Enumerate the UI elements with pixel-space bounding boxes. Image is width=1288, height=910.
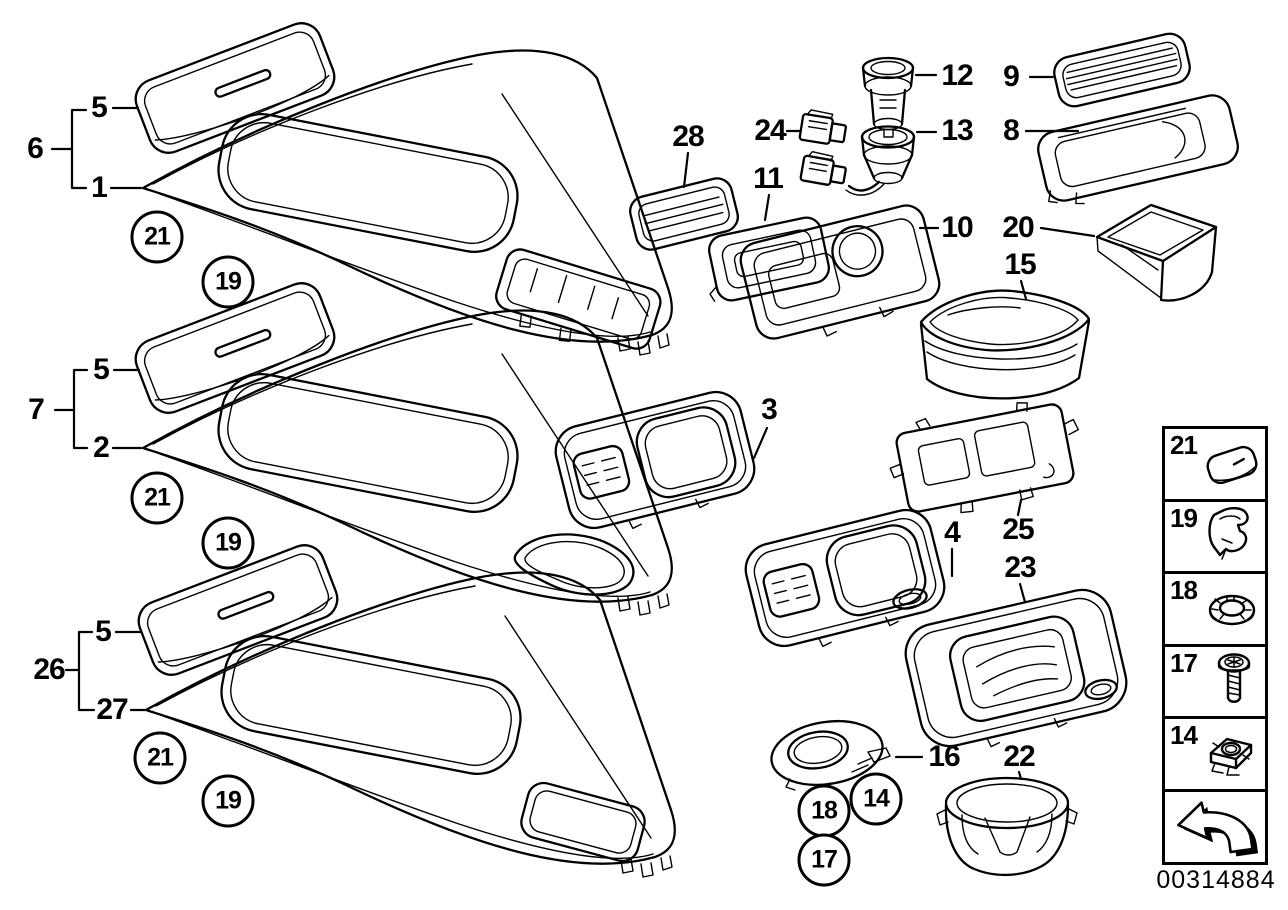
- callout-5[interactable]: 5: [93, 353, 110, 386]
- callout-25[interactable]: 25: [1002, 513, 1034, 546]
- callout-28[interactable]: 28: [672, 120, 704, 153]
- part-console-insert-10: [739, 204, 941, 340]
- callout-11[interactable]: 11: [753, 162, 784, 195]
- direction-arrow-icon: [1177, 800, 1259, 856]
- callout-8[interactable]: 8: [1003, 114, 1020, 147]
- console-assembly-bottom: [131, 538, 677, 879]
- callout-1[interactable]: 1: [91, 171, 108, 204]
- star-washer-icon: [1208, 594, 1256, 626]
- part-ashtray-8: [1037, 94, 1239, 205]
- callout-9[interactable]: 9: [1003, 60, 1020, 93]
- part-cigarette-lighter-12: [861, 56, 915, 138]
- part-armrest-lid-5: [128, 16, 342, 160]
- legend-item-label: 14: [1170, 720, 1198, 750]
- legend-item-label: 18: [1170, 575, 1198, 605]
- part-cupholder-bucket-22: [936, 776, 1078, 877]
- callout-27[interactable]: 27: [96, 693, 128, 726]
- cage-nut-icon: [1209, 737, 1253, 776]
- part-rubber-insert-28: [629, 177, 739, 251]
- legend-item-label: 21: [1170, 430, 1198, 460]
- part-gearshift-trim-4: [739, 503, 954, 662]
- cap-icon: [1206, 445, 1258, 485]
- legend-item-19: 19: [1162, 498, 1268, 575]
- callout-22[interactable]: 22: [1003, 740, 1035, 773]
- part-ashtray-insert-11: [708, 216, 830, 302]
- legend-item-label: 19: [1170, 502, 1198, 533]
- part-storage-bin-15: [919, 289, 1091, 400]
- callout-4[interactable]: 4: [944, 516, 961, 549]
- callout-21[interactable]: 21: [130, 210, 184, 264]
- callout-18[interactable]: 18: [797, 784, 851, 838]
- screw-icon: [1217, 652, 1251, 703]
- callout-16[interactable]: 16: [928, 740, 960, 773]
- callout-5[interactable]: 5: [95, 615, 112, 648]
- image-id: 00314884: [1156, 866, 1276, 894]
- callout-19[interactable]: 19: [201, 255, 255, 309]
- callout-14[interactable]: 14: [849, 772, 903, 826]
- clip-icon: [1208, 506, 1249, 560]
- part-lighter-socket-13: [845, 125, 916, 196]
- callout-19[interactable]: 19: [201, 516, 255, 570]
- callout-21[interactable]: 21: [133, 731, 187, 785]
- part-harness-connector: [799, 150, 847, 186]
- legend-sidebar: 21 19 18: [1162, 426, 1268, 865]
- callout-20[interactable]: 20: [1002, 211, 1034, 244]
- callout-24[interactable]: 24: [754, 114, 786, 147]
- callout-23[interactable]: 23: [1004, 551, 1036, 584]
- callout-2[interactable]: 2: [93, 431, 110, 464]
- console-assembly-middle: [128, 276, 674, 617]
- legend-item-arrow[interactable]: [1162, 788, 1268, 865]
- part-gearshift-trim-3: [549, 385, 764, 544]
- legend-item-18: 18: [1162, 571, 1268, 647]
- callout-26[interactable]: 26: [33, 653, 65, 686]
- console-assembly-top: [128, 16, 674, 367]
- part-console-trim-1: [141, 49, 674, 367]
- part-rubber-mat-9: [1053, 32, 1191, 108]
- leader-lines: [50, 73, 1096, 781]
- part-connector-24: [798, 109, 847, 145]
- callout-17[interactable]: 17: [797, 833, 851, 887]
- callout-7[interactable]: 7: [28, 393, 45, 426]
- part-cupholder-frame-25: [889, 402, 1080, 514]
- legend-item-label: 17: [1170, 647, 1198, 678]
- part-storage-tray-20: [1095, 203, 1218, 302]
- legend-item-17: 17: [1162, 643, 1268, 720]
- callout-10[interactable]: 10: [941, 211, 973, 244]
- callout-15[interactable]: 15: [1004, 248, 1036, 281]
- callout-12[interactable]: 12: [941, 59, 973, 92]
- legend-item-14: 14: [1162, 716, 1268, 792]
- callout-13[interactable]: 13: [941, 114, 973, 147]
- callout-21[interactable]: 21: [130, 471, 184, 525]
- part-shift-boot-trim-23: [904, 588, 1128, 748]
- callout-5[interactable]: 5: [91, 91, 108, 124]
- callout-19[interactable]: 19: [201, 774, 255, 828]
- callout-6[interactable]: 6: [27, 132, 44, 165]
- legend-item-21: 21: [1162, 426, 1268, 502]
- callout-3[interactable]: 3: [761, 393, 778, 426]
